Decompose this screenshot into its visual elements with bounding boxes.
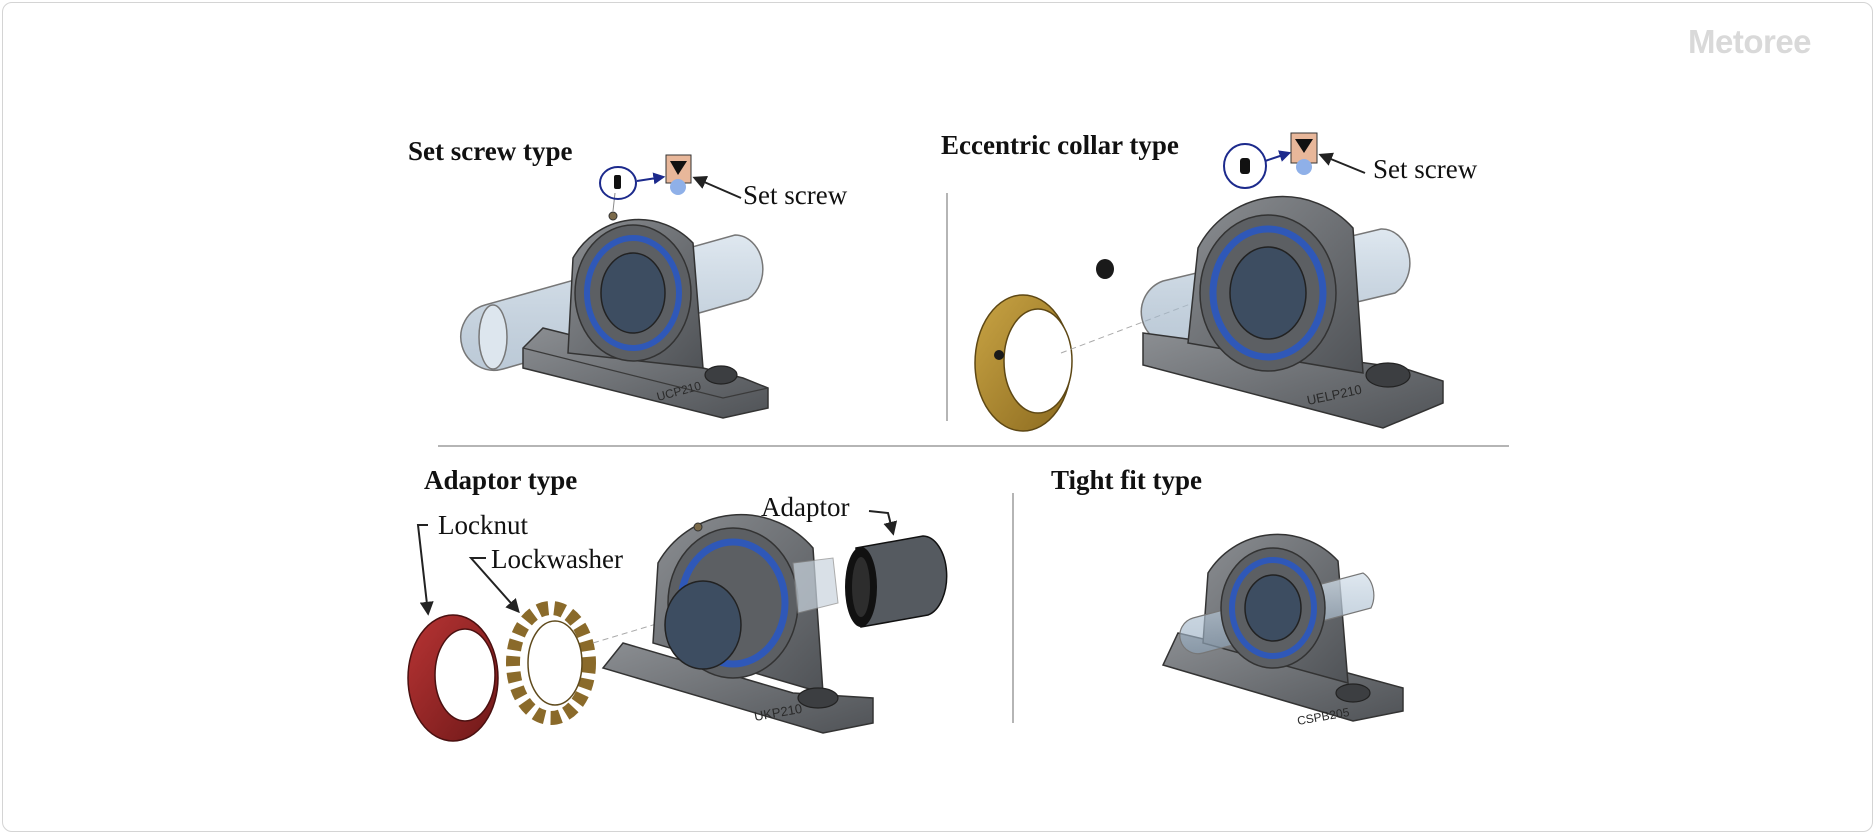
tight-fit-type-title: Tight fit type: [1051, 465, 1203, 495]
set-screw-callout-right: Set screw: [1373, 154, 1478, 184]
lockwasher-callout: Lockwasher: [491, 544, 623, 574]
eccentric-collar-bearing-illustration: UELP210: [974, 132, 1444, 432]
eccentric-collar-type-title: Eccentric collar type: [941, 130, 1179, 160]
set-screw-type-title: Set screw type: [408, 136, 573, 166]
adaptor-bearing-illustration: UKP210: [407, 510, 948, 742]
set-screw-bearing-illustration: UCP210: [460, 154, 769, 419]
locknut-callout: Locknut: [438, 510, 528, 540]
watermark-logo: Metoree: [1688, 23, 1812, 60]
adaptor-callout: Adaptor: [761, 492, 850, 522]
set-screw-callout-left: Set screw: [743, 180, 848, 210]
diagram-artwork: UCP210: [407, 132, 1509, 742]
adaptor-type-title: Adaptor type: [424, 465, 578, 495]
tight-fit-bearing-illustration: CSPB205: [1161, 533, 1404, 728]
model-label-cspb205: CSPB205: [1296, 705, 1351, 728]
